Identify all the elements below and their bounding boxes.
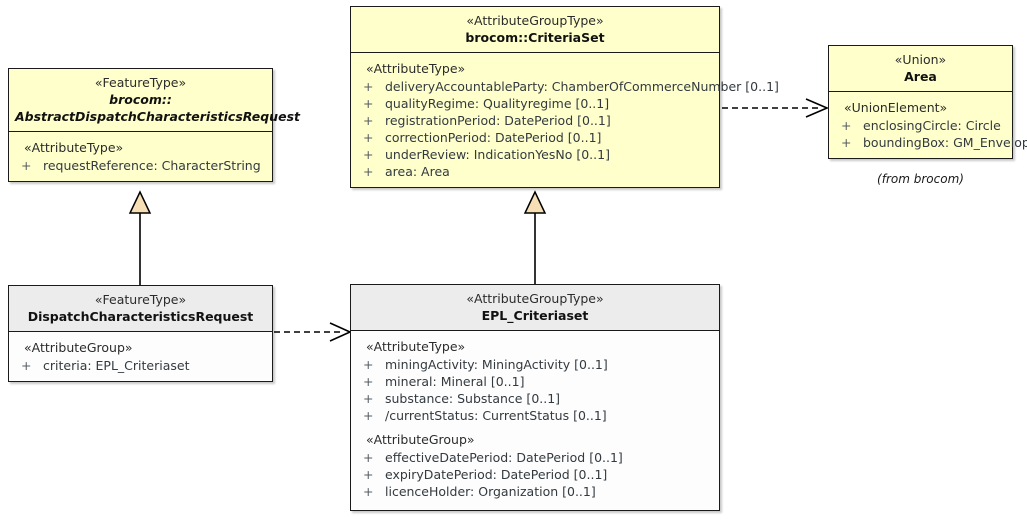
visibility-marker: + [363,79,374,94]
class-stereotype: «FeatureType» [94,75,187,90]
class-stereotype: «FeatureType» [94,292,187,307]
attribute-text: mineral: Mineral [0..1] [385,374,525,389]
class-brocom-criteriaset[interactable]: «AttributeGroupType» brocom::CriteriaSet… [350,6,779,188]
class-area[interactable]: «Union» Area «UnionElement» + enclosingC… [828,45,1027,159]
class-header: «FeatureType» brocom:: AbstractDispatchC… [9,69,300,132]
class-name: brocom::CriteriaSet [465,30,605,45]
attribute-text: /currentStatus: CurrentStatus [0..1] [385,408,607,423]
visibility-marker: + [21,358,32,373]
class-body: «AttributeType» + miningActivity: Mining… [351,331,719,510]
class-name: Area [904,69,937,84]
class-stereotype: «AttributeGroupType» [466,291,604,306]
attribute-row[interactable]: + deliveryAccountableParty: ChamberOfCom… [357,78,779,95]
attribute-row[interactable]: + expiryDatePeriod: DatePeriod [0..1] [357,466,713,483]
compartment-stereotype: «AttributeType» [24,140,124,155]
visibility-marker: + [363,113,374,128]
class-name: DispatchCharacteristicsRequest [27,309,254,324]
class-name: AbstractDispatchCharacteristicsRequest [15,109,300,124]
generalization-dispatch-to-abstract [128,190,152,285]
attribute-row[interactable]: + miningActivity: MiningActivity [0..1] [357,356,713,373]
attribute-text: requestReference: CharacterString [43,158,261,173]
visibility-marker: + [363,450,374,465]
attribute-row[interactable]: + area: Area [357,163,713,180]
class-namespace: brocom:: [109,92,172,107]
attribute-text: qualityRegime: Qualityregime [0..1] [385,96,610,111]
visibility-marker: + [363,408,374,423]
compartment-stereotype: «AttributeType» [366,339,466,354]
visibility-marker: + [363,374,374,389]
attribute-text: boundingBox: GM_Envelope [863,135,1027,150]
visibility-marker: + [363,130,374,145]
attribute-text: deliveryAccountableParty: ChamberOfComme… [385,79,779,94]
dependency-criteriaset-to-area [722,98,830,118]
attribute-text: area: Area [385,164,450,179]
class-body: «UnionElement» + enclosingCircle: Circle… [829,92,1027,158]
class-abstract-dispatch-characteristics-request[interactable]: «FeatureType» brocom:: AbstractDispatchC… [8,68,300,182]
attribute-row[interactable]: + substance: Substance [0..1] [357,390,713,407]
attribute-text: criteria: EPL_Criteriaset [43,358,190,373]
class-name: EPL_Criteriaset [481,308,589,323]
class-header: «FeatureType» DispatchCharacteristicsReq… [9,286,272,332]
class-stereotype: «Union» [894,52,947,67]
visibility-marker: + [21,158,32,173]
attribute-text: underReview: IndicationYesNo [0..1] [385,147,610,162]
attribute-row[interactable]: + /currentStatus: CurrentStatus [0..1] [357,407,713,424]
class-header: «AttributeGroupType» EPL_Criteriaset [351,285,719,331]
class-header: «Union» Area [829,46,1012,92]
area-package-note: (from brocom) [877,172,964,186]
generalization-epl-to-criteriaset [523,190,547,284]
class-epl-criteriaset[interactable]: «AttributeGroupType» EPL_Criteriaset «At… [350,284,720,511]
visibility-marker: + [363,96,374,111]
attribute-row[interactable]: + requestReference: CharacterString [15,157,266,174]
attribute-row[interactable]: + licenceHolder: Organization [0..1] [357,483,713,500]
class-header: «AttributeGroupType» brocom::CriteriaSet [351,7,719,53]
attribute-row[interactable]: + boundingBox: GM_Envelope [835,134,1027,151]
compartment-stereotype: «UnionElement» [844,100,948,115]
attribute-row[interactable]: + qualityRegime: Qualityregime [0..1] [357,95,713,112]
class-body: «AttributeGroup» + criteria: EPL_Criteri… [9,332,272,381]
attribute-text: miningActivity: MiningActivity [0..1] [385,357,608,372]
visibility-marker: + [363,467,374,482]
class-body: «AttributeType» + deliveryAccountablePar… [351,53,779,187]
attribute-text: licenceHolder: Organization [0..1] [385,484,596,499]
visibility-marker: + [841,135,852,150]
dependency-dispatch-to-epl [274,322,352,342]
attribute-row[interactable]: + registrationPeriod: DatePeriod [0..1] [357,112,713,129]
class-dispatch-characteristics-request[interactable]: «FeatureType» DispatchCharacteristicsReq… [8,285,273,382]
attribute-row[interactable]: + enclosingCircle: Circle [835,117,1006,134]
class-stereotype: «AttributeGroupType» [466,13,604,28]
class-body: «AttributeType» + requestReference: Char… [9,132,272,181]
attribute-text: substance: Substance [0..1] [385,391,561,406]
attribute-text: expiryDatePeriod: DatePeriod [0..1] [385,467,608,482]
compartment-stereotype: «AttributeGroup» [366,432,475,447]
compartment-stereotype: «AttributeGroup» [24,340,133,355]
visibility-marker: + [363,391,374,406]
attribute-text: registrationPeriod: DatePeriod [0..1] [385,113,611,128]
compartment-stereotype: «AttributeType» [366,61,466,76]
attribute-row[interactable]: + underReview: IndicationYesNo [0..1] [357,146,713,163]
visibility-marker: + [363,484,374,499]
visibility-marker: + [363,147,374,162]
visibility-marker: + [363,164,374,179]
attribute-text: correctionPeriod: DatePeriod [0..1] [385,130,602,145]
attribute-row[interactable]: + criteria: EPL_Criteriaset [15,357,266,374]
attribute-text: effectiveDatePeriod: DatePeriod [0..1] [385,450,623,465]
attribute-text: enclosingCircle: Circle [863,118,1001,133]
attribute-row[interactable]: + mineral: Mineral [0..1] [357,373,713,390]
visibility-marker: + [363,357,374,372]
visibility-marker: + [841,118,852,133]
attribute-row[interactable]: + effectiveDatePeriod: DatePeriod [0..1] [357,449,713,466]
attribute-row[interactable]: + correctionPeriod: DatePeriod [0..1] [357,129,713,146]
